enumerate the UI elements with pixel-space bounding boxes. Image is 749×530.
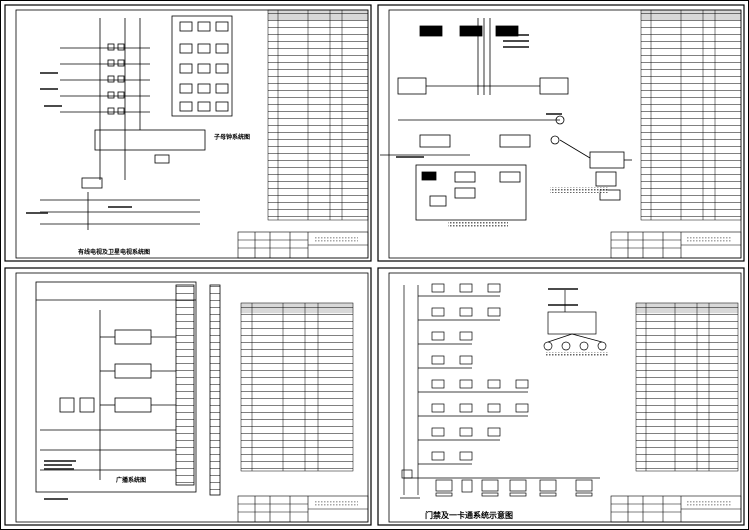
access-control-diagram xyxy=(400,283,607,499)
catv-amplifier-row xyxy=(60,43,150,115)
annotation-marks xyxy=(26,34,578,500)
clock-matrix xyxy=(171,15,233,117)
caption-satellite-right xyxy=(550,187,608,193)
title-block-bottom-right xyxy=(610,495,742,523)
equipment-table-top-left xyxy=(267,9,369,221)
caption-access-control: 门禁及一卡通系统示意图 xyxy=(425,510,513,520)
caption-access-sub xyxy=(546,352,608,357)
workstations xyxy=(435,479,593,497)
caption-clock: 子母钟系统图 xyxy=(214,133,250,141)
catv-diagram xyxy=(40,15,233,230)
frame-bottom-left xyxy=(4,267,372,526)
equipment-table-bottom-right xyxy=(635,302,739,472)
caption-catv: 有线电视及卫星电视系统图 xyxy=(78,248,150,256)
title-block-top-left xyxy=(237,231,369,259)
satellite-diagram xyxy=(380,18,632,221)
equipment-table-bottom-left xyxy=(240,302,354,472)
title-block-bottom-left xyxy=(237,495,369,523)
title-block-top-right xyxy=(610,231,742,259)
caption-satellite-left xyxy=(448,222,508,227)
equipment-table-top-right xyxy=(640,9,742,221)
frame-bottom-right xyxy=(377,267,745,526)
caption-broadcast: 广播系统图 xyxy=(116,476,146,484)
catv-headend xyxy=(94,129,206,151)
door-controller-row xyxy=(431,283,529,461)
